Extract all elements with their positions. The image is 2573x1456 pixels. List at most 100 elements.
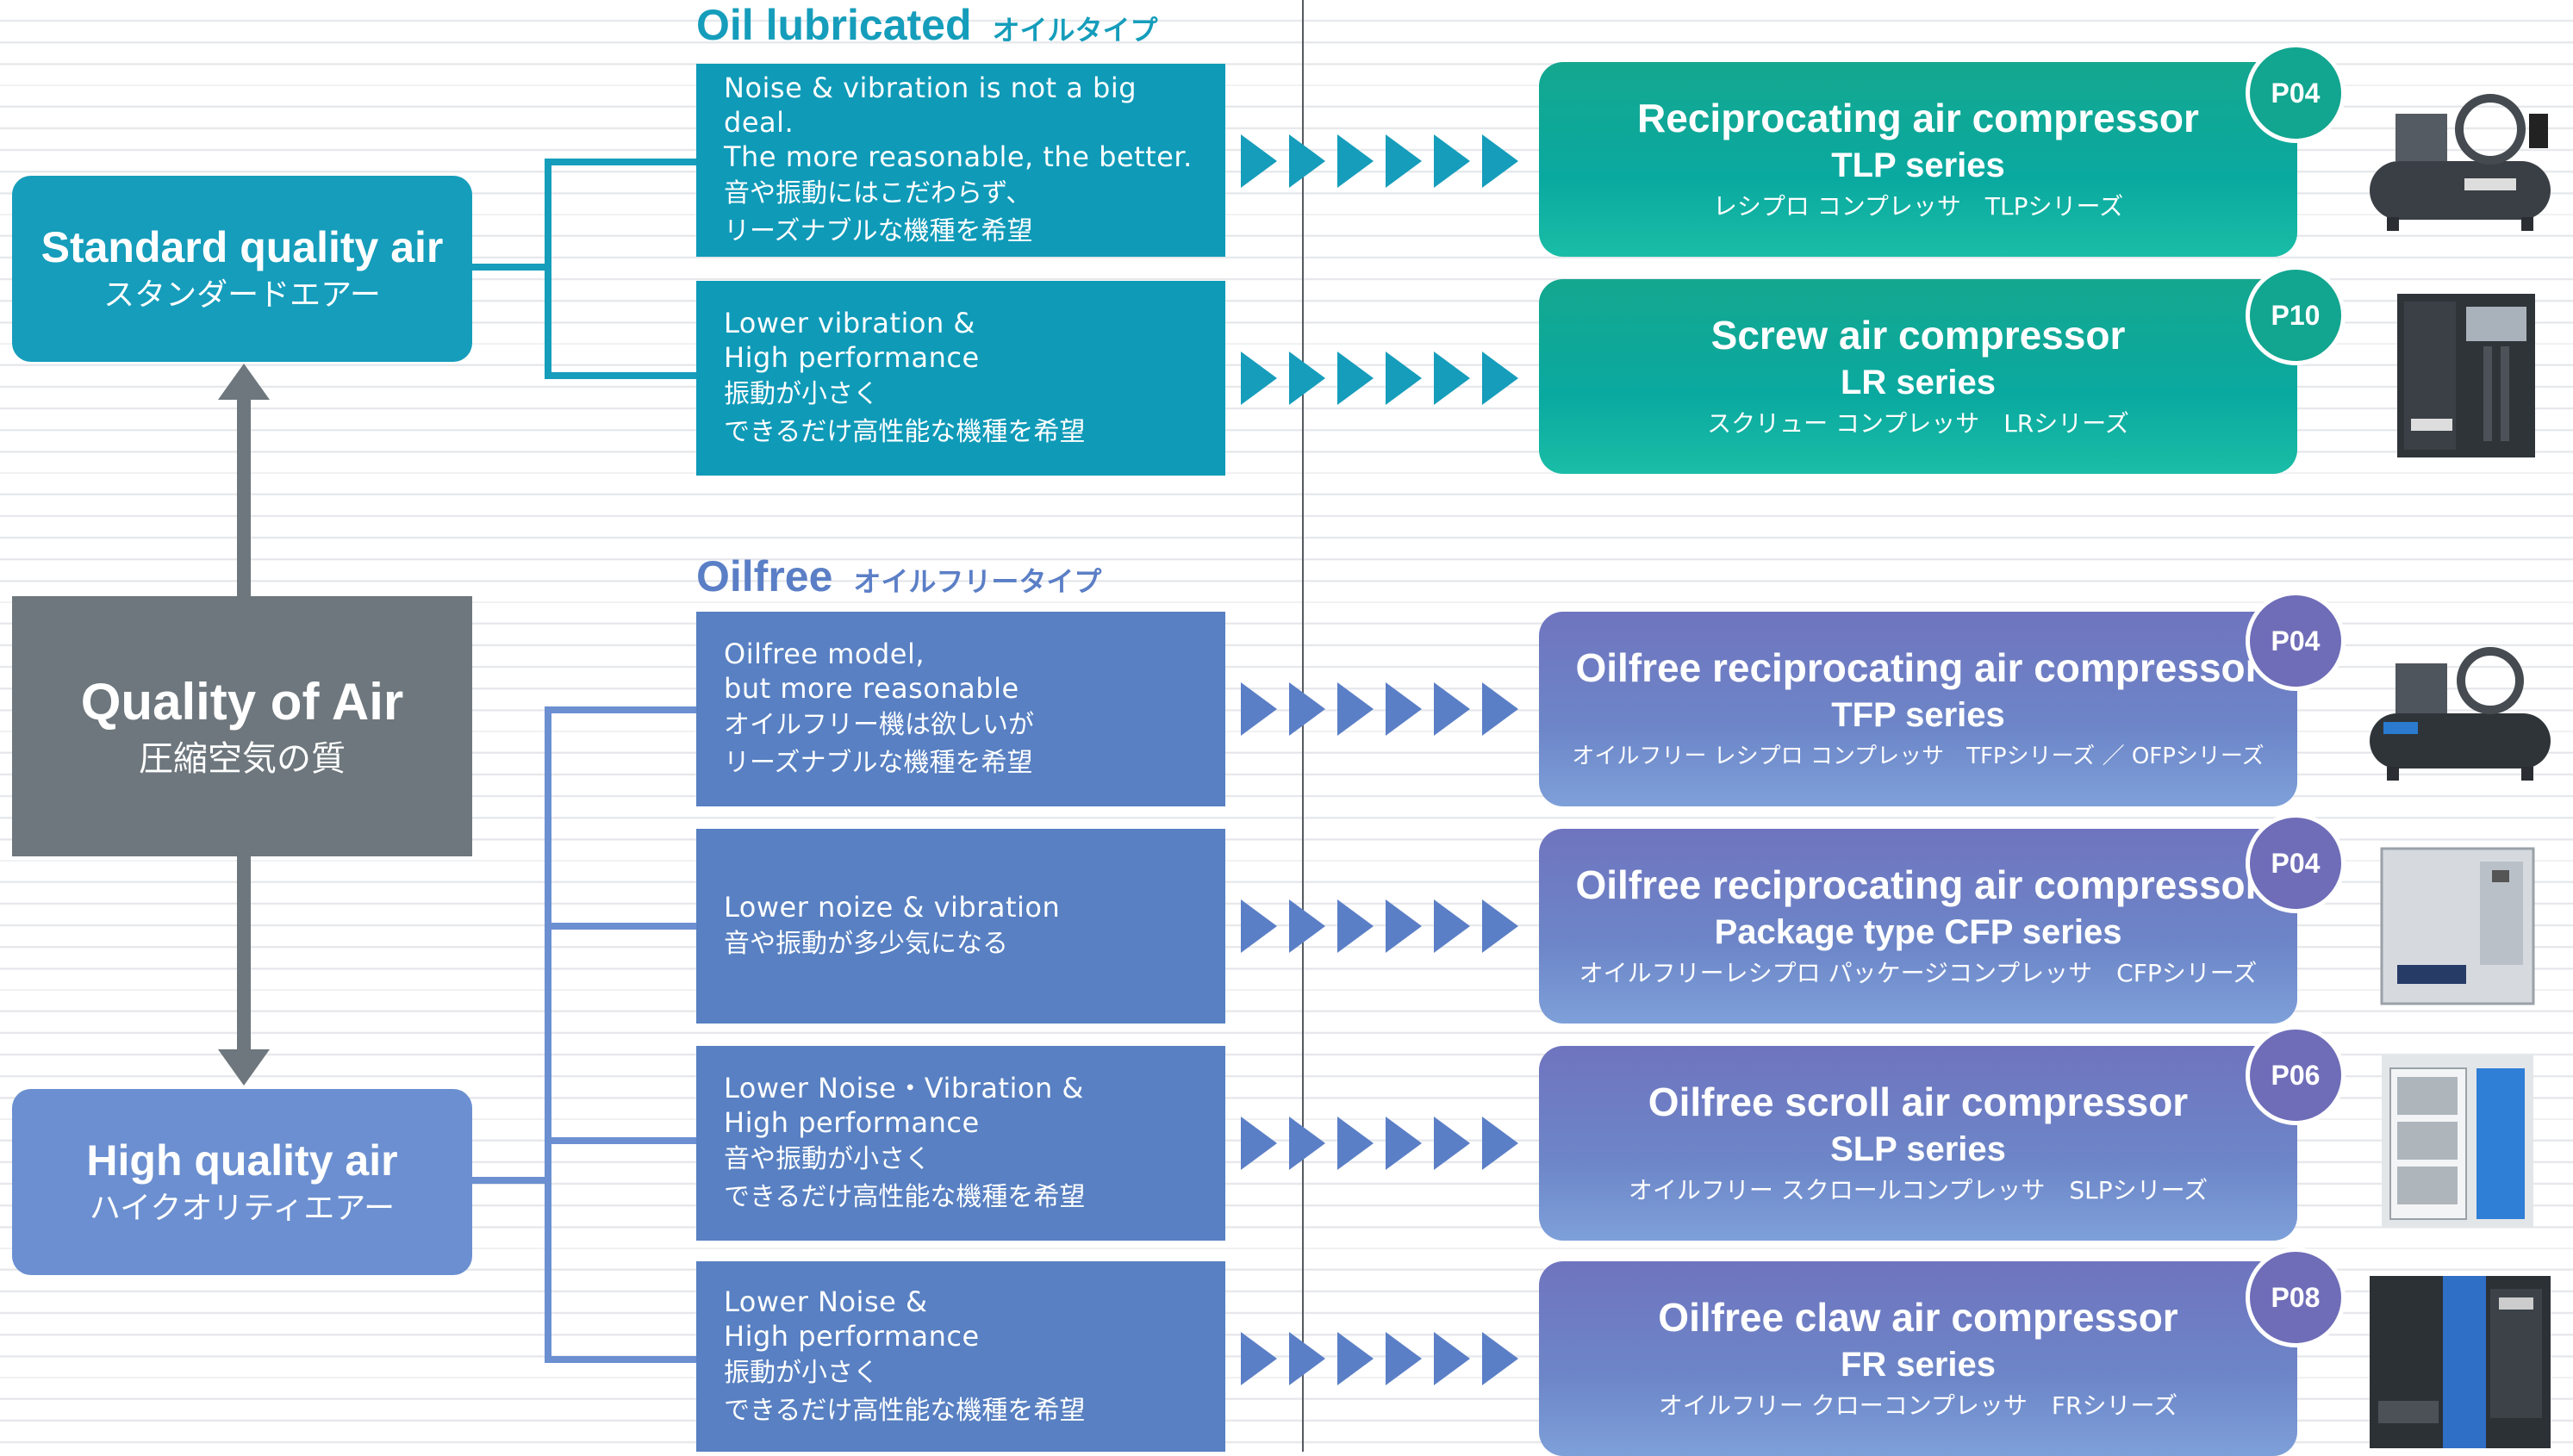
chevron-right-icon [1241,352,1277,405]
need-en: High performance [724,1319,980,1353]
section-title-oil-ja: オイルタイプ [992,15,1158,46]
connector-free-2 [545,923,698,930]
product-box-cfp[interactable]: Oilfree reciprocating air compressor Pac… [1539,829,2297,1024]
chevron-right-icon [1386,899,1422,953]
product-name: Oilfree scroll air compressor [1648,1080,2189,1124]
need-ja: リーズナブルな機種を希望 [724,748,1033,778]
chevron-right-icon [1337,134,1374,188]
chevron-right-icon [1337,1117,1374,1170]
chevron-arrows-2 [1241,352,1518,405]
standard-quality-air-label: Standard quality air [40,223,444,271]
product-series: TLP series [1831,146,2005,184]
need-ja: 振動が小さく [724,379,879,409]
connector-free-vertical [545,706,551,1363]
product-series: SLP series [1830,1130,2006,1168]
connector-oil-1 [545,159,698,165]
need-en: High performance [724,1106,980,1139]
section-title-oilfree-ja: オイルフリータイプ [853,566,1102,597]
chevron-right-icon [1289,1332,1325,1385]
need-box-1[interactable]: Noise & vibration is not a big deal. The… [696,64,1225,257]
connector-oil-vertical [545,159,551,379]
chevron-right-icon [1289,1117,1325,1170]
need-box-2[interactable]: Lower vibration & High performance 振動が小さ… [696,281,1225,476]
page-badge[interactable]: P08 [2246,1248,2346,1347]
quality-of-air-box[interactable]: Quality of Air 圧縮空気の質 [12,596,472,856]
need-en: Lower vibration & [724,307,975,339]
product-series: LR series [1840,364,1997,401]
chevron-right-icon [1337,1332,1374,1385]
standard-quality-air-box[interactable]: Standard quality air スタンダードエアー [12,176,472,362]
screw-compressor-icon [2397,294,2535,457]
need-en: The more reasonable, the better. [724,140,1193,173]
product-name: Screw air compressor [1710,313,2126,358]
product-box-fr[interactable]: Oilfree claw air compressor FR series オイ… [1539,1261,2297,1456]
chevron-right-icon [1434,899,1470,953]
need-en: Lower noize & vibration [724,891,1061,924]
need-ja: できるだけ高性能な機種を希望 [724,1395,1086,1426]
need-box-5[interactable]: Lower Noise・Vibration & High performance… [696,1046,1225,1241]
chevron-right-icon [1337,899,1374,953]
package-compressor-icon [2380,847,2535,1005]
product-box-slp[interactable]: Oilfree scroll air compressor SLP series… [1539,1046,2297,1241]
section-title-oilfree-en: Oilfree [696,552,833,600]
chevron-right-icon [1434,352,1470,405]
chevron-right-icon [1289,352,1325,405]
chevron-arrows-5 [1241,1117,1518,1170]
chevron-right-icon [1386,134,1422,188]
product-ja: オイルフリーレシプロ パッケージコンプレッサ CFPシリーズ [1579,959,2258,987]
need-box-3[interactable]: Oilfree model, but more reasonable オイルフリ… [696,612,1225,806]
product-box-tfp[interactable]: Oilfree reciprocating air compressor TFP… [1539,612,2297,806]
page-badge[interactable]: P04 [2246,591,2346,691]
need-ja: できるだけ高性能な機種を希望 [724,417,1086,447]
chevron-arrows-4 [1241,899,1518,953]
chevron-right-icon [1289,682,1325,736]
chevron-right-icon [1241,1332,1277,1385]
quality-of-air-ja: 圧縮空気の質 [139,739,346,779]
chevron-right-icon [1241,1117,1277,1170]
need-en: Lower Noise & [724,1285,928,1318]
connector-oil-2 [545,372,698,379]
chevron-right-icon [1482,1117,1518,1170]
product-ja: オイルフリー クローコンプレッサ FRシリーズ [1658,1391,2178,1420]
need-box-4[interactable]: Lower noize & vibration 音や振動が多少気になる [696,829,1225,1024]
chevron-right-icon [1289,134,1325,188]
need-ja: 音や振動にはこだわらず、 [724,178,1032,208]
chevron-right-icon [1241,682,1277,736]
need-box-6[interactable]: Lower Noise & High performance 振動が小さく でき… [696,1261,1225,1452]
page-badge[interactable]: P04 [2246,43,2346,143]
chevron-right-icon [1386,1117,1422,1170]
product-box-tlp[interactable]: Reciprocating air compressor TLP series … [1539,62,2297,257]
section-title-oilfree: Oilfree オイルフリータイプ [696,551,1101,601]
connector-standard [472,264,548,271]
chevron-right-icon [1482,1332,1518,1385]
high-quality-air-ja: ハイクオリティエアー [89,1191,396,1226]
scroll-compressor-icon [2382,1055,2533,1228]
chevron-right-icon [1434,134,1470,188]
section-title-oil-en: Oil lubricated [696,1,972,49]
chevron-right-icon [1434,1332,1470,1385]
claw-compressor-icon [2370,1276,2551,1448]
need-en: High performance [724,341,980,374]
connector-high [472,1177,548,1184]
section-title-oil: Oil lubricated オイルタイプ [696,0,1158,50]
high-quality-air-box[interactable]: High quality air ハイクオリティエアー [12,1089,472,1275]
product-ja: オイルフリー レシプロ コンプレッサ TFPシリーズ ／ OFPシリーズ [1572,744,2265,769]
page-badge[interactable]: P10 [2246,265,2346,365]
chevron-right-icon [1482,899,1518,953]
need-ja: リーズナブルな機種を希望 [724,216,1033,246]
need-ja: オイルフリー機は欲しいが [724,710,1034,740]
chevron-right-icon [1337,352,1374,405]
chevron-right-icon [1386,352,1422,405]
arrow-down-icon [218,1049,270,1086]
chevron-right-icon [1386,1332,1422,1385]
page-badge[interactable]: P04 [2246,813,2346,913]
product-box-lr[interactable]: Screw air compressor LR series スクリュー コンプ… [1539,279,2297,474]
product-name: Oilfree claw air compressor [1658,1295,2178,1340]
chevron-right-icon [1482,352,1518,405]
chevron-right-icon [1434,682,1470,736]
chevron-right-icon [1434,1117,1470,1170]
chevron-right-icon [1482,134,1518,188]
connector-free-4 [545,1356,698,1363]
page-badge[interactable]: P06 [2246,1025,2346,1125]
need-en: Noise & vibration is not a big deal. [724,72,1137,139]
